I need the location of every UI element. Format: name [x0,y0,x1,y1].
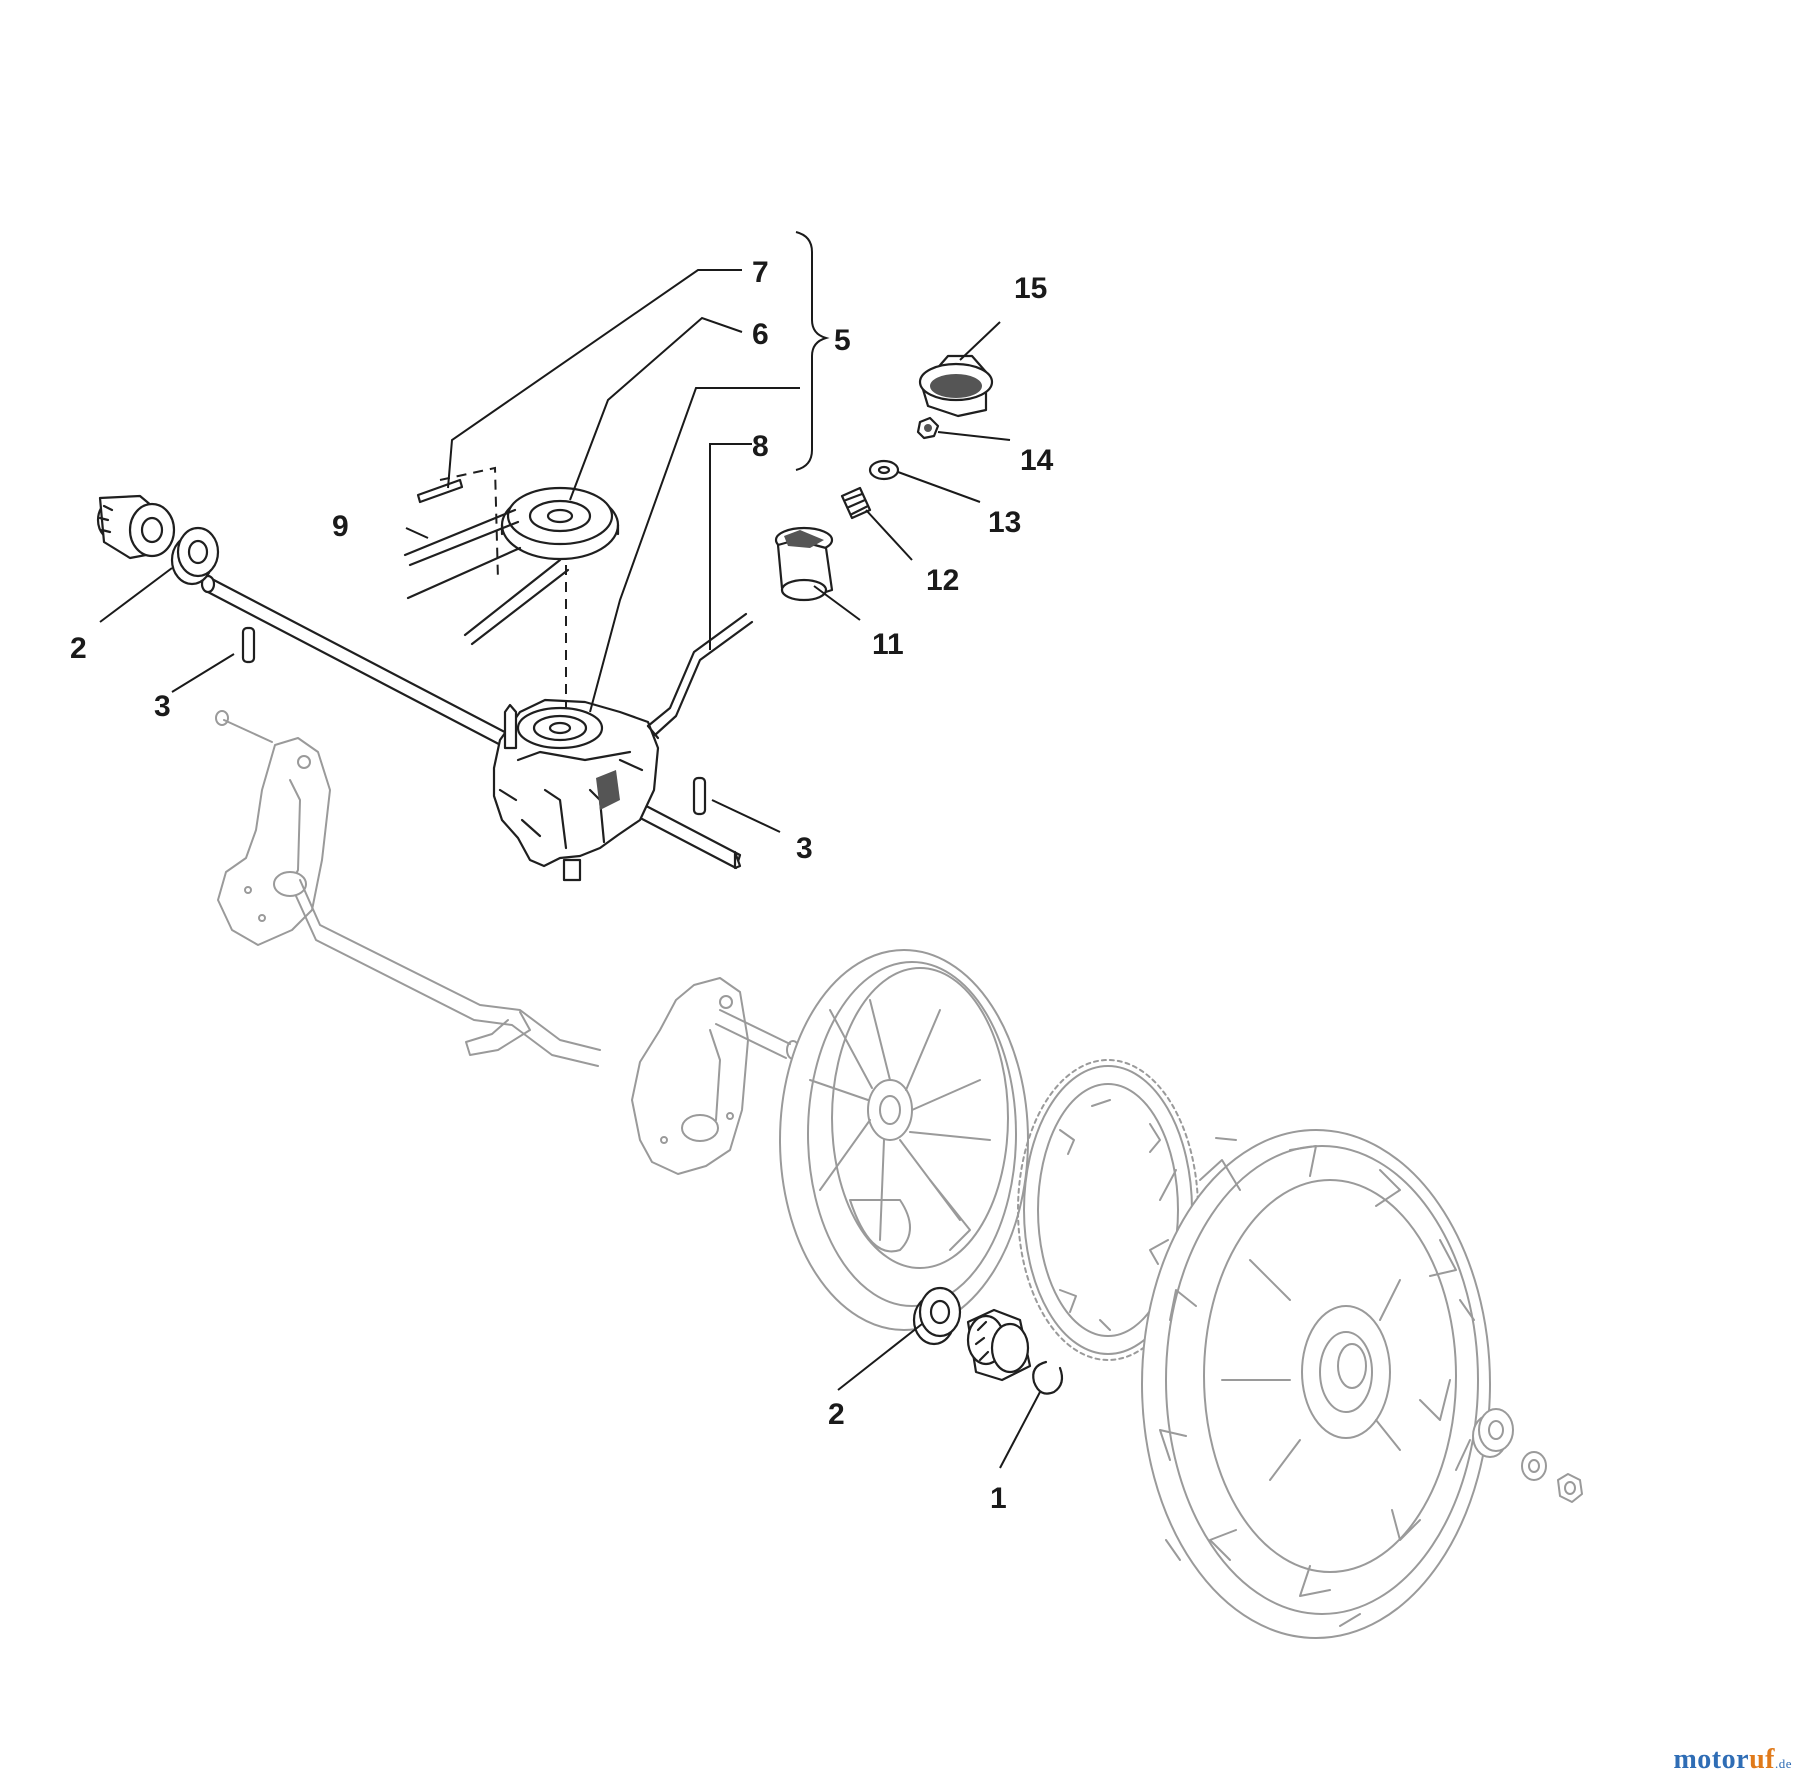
callout-7: 7 [752,256,769,289]
circlip [1032,1360,1064,1395]
pin [241,626,256,664]
bearing-bottom [912,1286,962,1346]
callout-2-top: 2 [70,632,87,665]
pin [692,776,707,816]
callout-2-bottom: 2 [828,1398,845,1431]
rear-wheel [1141,1129,1491,1639]
axle-bracket-assembly [215,710,800,1175]
pinion-left [96,494,176,560]
watermark-suffix: .de [1774,1756,1792,1771]
gearbox [492,698,660,882]
key [416,478,464,504]
callout-11: 11 [872,628,904,661]
wheel-nut [1557,1473,1583,1503]
callout-15: 15 [1014,272,1047,305]
callout-13: 13 [988,506,1021,539]
callout-6: 6 [752,318,769,351]
alignment-line [439,466,499,581]
pulley [500,486,620,561]
wheel-washer [1521,1451,1547,1481]
bearing-left [170,526,220,586]
wheel-cover [779,949,1029,1331]
callout-labels: 7 6 5 15 8 14 9 13 12 2 11 3 3 2 1 [70,256,1054,1515]
callout-1: 1 [990,1482,1007,1515]
pinion-bottom [966,1308,1032,1382]
watermark-logo: motoruf.de [1673,1744,1792,1776]
callout-5: 5 [834,324,851,357]
washer [868,459,900,481]
wheel-bearing [1472,1408,1514,1458]
callout-12: 12 [926,564,959,597]
ring-gear [1017,1059,1199,1361]
nut [916,416,940,440]
watermark-accent: uf [1749,1744,1775,1775]
callout-3-left: 3 [154,690,171,723]
callout-3-right: 3 [796,832,813,865]
cap [918,354,994,418]
adjuster-housing [774,526,834,602]
callout-14: 14 [1020,444,1054,477]
spring [840,486,872,520]
leader-lines [99,231,1041,1469]
cable-rod [646,612,754,740]
callout-9: 9 [332,510,349,543]
v-belt [403,508,570,646]
callout-8: 8 [752,430,769,463]
watermark-main: motor [1673,1744,1750,1775]
